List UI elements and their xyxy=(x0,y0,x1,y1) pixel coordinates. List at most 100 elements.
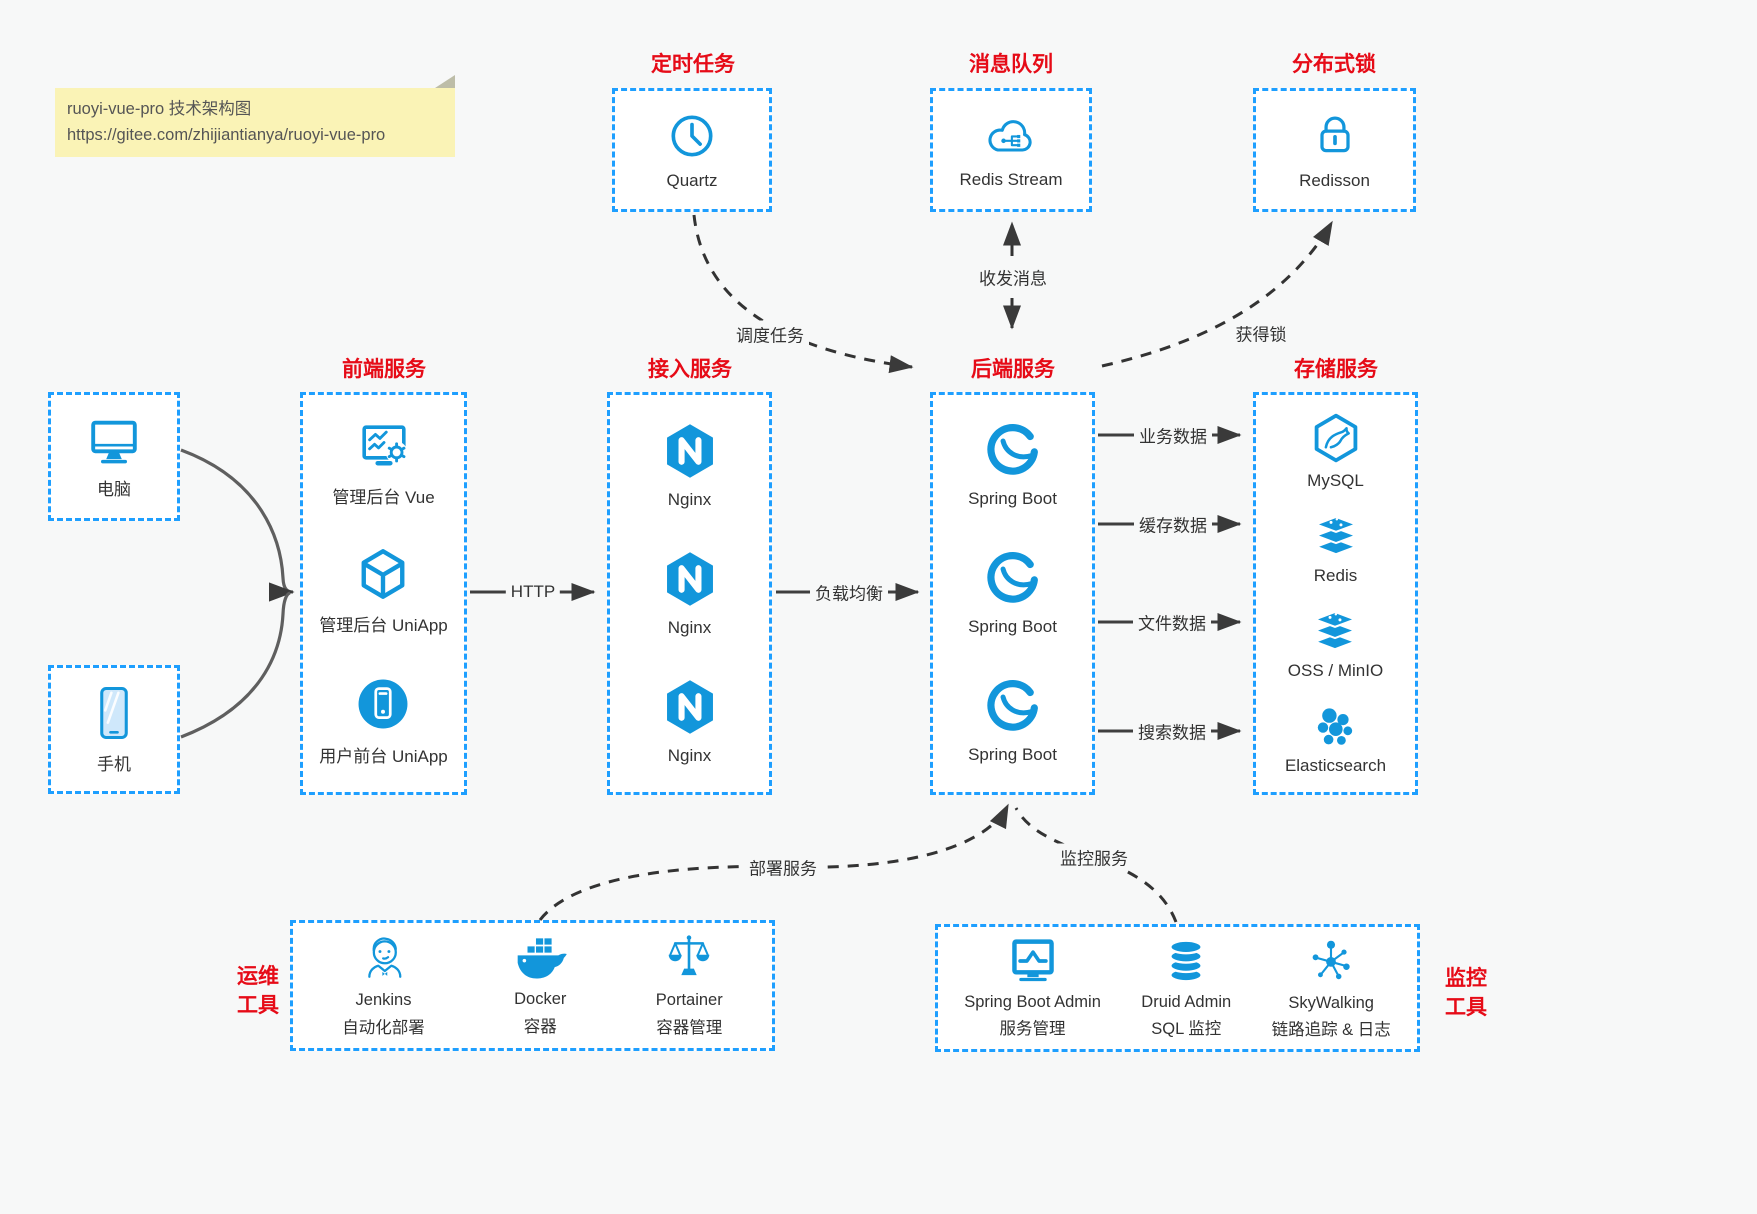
node-label: Nginx xyxy=(667,617,712,637)
spring-boot-icon xyxy=(986,552,1038,603)
edge-label-acquire-lock: 获得锁 xyxy=(1230,319,1292,347)
tool-desc: 容器管理 xyxy=(656,1018,723,1037)
spring-boot-icon xyxy=(986,423,1038,475)
node-label: 手机 xyxy=(97,754,131,774)
box-client-phone: 手机 xyxy=(48,665,180,794)
edge-label-file-data: 文件数据 xyxy=(1133,608,1211,636)
edge-label-load-balance: 负载均衡 xyxy=(810,578,888,606)
monitor-tools-title-line2: 工具 xyxy=(1445,996,1487,1020)
node-label: OSS / MinIO xyxy=(1287,660,1384,680)
node-admin-vue: 管理后台 Vue xyxy=(332,420,435,508)
node-redisson: Redisson xyxy=(1299,110,1370,191)
clock-icon xyxy=(671,114,713,157)
node-skywalking: SkyWalking 链路追踪 & 日志 xyxy=(1272,935,1391,1042)
node-docker: Docker 容器 xyxy=(511,933,569,1038)
node-label: 电脑 xyxy=(97,479,131,499)
tool-desc: 容器 xyxy=(523,1017,557,1036)
tool-name: Portainer xyxy=(655,991,723,1010)
box-ops-tools: Jenkins 自动化部署 Docker 容器 xyxy=(290,920,775,1051)
edge-phone-to-frontend xyxy=(180,591,291,739)
node-portainer: Portainer 容器管理 xyxy=(656,932,723,1039)
tool-desc: 自动化部署 xyxy=(342,1018,425,1037)
edge-label-business-data: 业务数据 xyxy=(1134,421,1212,449)
edge-label-cache-data: 缓存数据 xyxy=(1134,510,1212,538)
node-admin-uniapp: 管理后台 UniApp xyxy=(319,546,448,636)
ops-tools-title: 运维 工具 xyxy=(228,962,288,1021)
node-label: Spring Boot xyxy=(968,488,1057,508)
edge-label-messaging: 收发消息 xyxy=(974,263,1052,291)
ops-tools-title-line1: 运维 xyxy=(237,965,279,988)
node-redis-stream: Redis Stream xyxy=(959,111,1063,190)
mobile-app-icon xyxy=(359,679,408,729)
box-backend: Spring Boot Spring Boot Spring Boot xyxy=(930,392,1095,795)
node-label: Spring Boot xyxy=(968,745,1057,765)
box-distributed-lock: Redisson xyxy=(1253,88,1416,212)
monitor-chart-icon xyxy=(1011,939,1054,981)
phone-icon xyxy=(100,686,128,739)
node-label: Redis Stream xyxy=(959,169,1063,189)
node-label: 管理后台 Vue xyxy=(332,488,435,508)
tool-name: Druid Admin xyxy=(1141,992,1232,1011)
edge-label-deploy: 部署服务 xyxy=(744,853,822,881)
lock-icon xyxy=(1319,116,1350,152)
node-label: MySQL xyxy=(1307,471,1364,491)
node-label: Quartz xyxy=(666,170,718,190)
node-label: Redisson xyxy=(1299,170,1370,190)
scales-icon xyxy=(668,935,710,976)
edge-label-schedule: 调度任务 xyxy=(731,320,809,348)
node-redis: Redis xyxy=(1309,512,1363,586)
section-title-storage: 存储服务 xyxy=(1294,358,1378,381)
box-storage: MySQL Redis OSS / Mi xyxy=(1253,392,1418,795)
edge-label-monitor: 监控服务 xyxy=(1055,843,1133,871)
tool-desc: 链路追踪 & 日志 xyxy=(1271,1021,1391,1039)
note-url: https://gitee.com/zhijiantianya/ruoyi-vu… xyxy=(67,125,386,144)
box-scheduled-task: Quartz xyxy=(612,88,772,212)
node-oss-minio: OSS / MinIO xyxy=(1288,607,1383,681)
node-label: Redis xyxy=(1313,566,1358,586)
node-label: Nginx xyxy=(667,746,712,766)
box-monitor-tools: Spring Boot Admin 服务管理 Druid Admin SQL 监… xyxy=(935,924,1420,1052)
node-quartz: Quartz xyxy=(666,110,718,191)
node-nginx-1: Nginx xyxy=(660,421,720,510)
edge-label-search-data: 搜索数据 xyxy=(1133,717,1211,745)
node-springboot-1: Spring Boot xyxy=(968,422,1057,509)
box-client-pc: 电脑 xyxy=(48,392,180,521)
node-nginx-3: Nginx xyxy=(660,677,720,766)
node-druid-admin: Druid Admin SQL 监控 xyxy=(1141,936,1231,1041)
node-label: Elasticsearch xyxy=(1284,755,1387,775)
dashboard-gear-icon xyxy=(361,425,407,466)
monitor-tools-title: 监控 工具 xyxy=(1436,964,1496,1023)
node-user-uniapp: 用户前台 UniApp xyxy=(319,675,448,767)
redis-icon xyxy=(1314,516,1357,556)
node-elasticsearch: Elasticsearch xyxy=(1285,702,1386,776)
mysql-icon xyxy=(1314,414,1357,463)
node-springboot-3: Spring Boot xyxy=(968,678,1057,765)
node-jenkins: Jenkins 自动化部署 xyxy=(342,932,425,1039)
node-springboot-2: Spring Boot xyxy=(968,550,1057,637)
nginx-icon xyxy=(666,552,713,606)
section-title-scheduled-task: 定时任务 xyxy=(651,53,735,76)
network-graph-icon xyxy=(1312,940,1350,979)
computer-icon xyxy=(91,420,137,463)
tool-name: Spring Boot Admin xyxy=(964,992,1101,1011)
cloud-network-icon xyxy=(988,119,1032,152)
storage-stack-icon xyxy=(1314,610,1357,651)
node-mysql: MySQL xyxy=(1307,411,1364,491)
note-title: ruoyi-vue-pro 技术架构图 xyxy=(67,100,252,118)
node-phone: 手机 xyxy=(91,685,137,775)
section-title-gateway: 接入服务 xyxy=(648,358,732,381)
cube-icon xyxy=(362,549,405,600)
node-label: Nginx xyxy=(667,489,712,509)
elasticsearch-icon xyxy=(1318,708,1353,745)
nginx-icon xyxy=(666,423,713,478)
section-title-frontend: 前端服务 xyxy=(342,358,426,381)
node-label: Spring Boot xyxy=(968,616,1057,636)
jenkins-icon xyxy=(367,937,401,979)
tool-name: Docker xyxy=(514,990,567,1009)
monitor-tools-title-line1: 监控 xyxy=(1445,967,1487,990)
section-title-message-queue: 消息队列 xyxy=(969,53,1053,76)
docker-icon xyxy=(517,938,568,979)
edge-label-http: HTTP xyxy=(505,581,561,603)
edge-pc-to-frontend xyxy=(180,448,295,602)
